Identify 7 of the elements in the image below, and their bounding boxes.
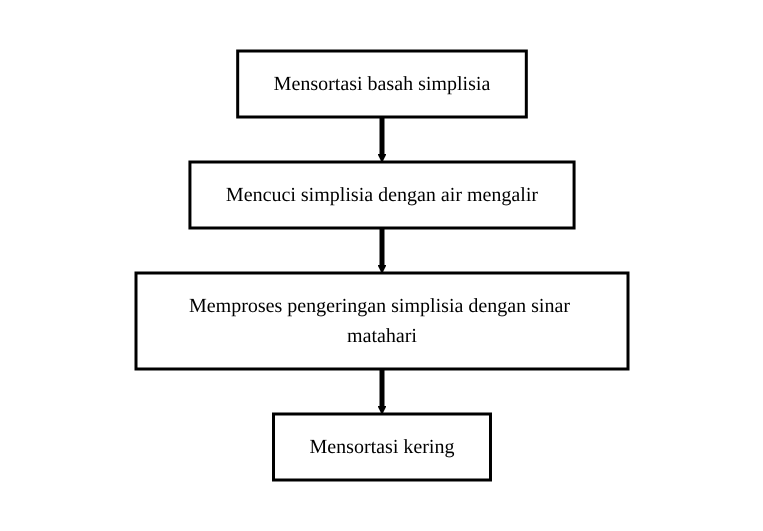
arrow	[377, 369, 386, 414]
node-box: Mencuci simplisia dengan air mengalir	[188, 160, 576, 230]
node-box: Mensortasi basah simplisia	[236, 50, 528, 118]
node-box: Memproses pengeringan simplisia dengan sinar matahari	[134, 272, 629, 370]
arrow	[377, 117, 386, 162]
arrow	[377, 228, 386, 274]
node-box: Mensortasi kering	[272, 412, 492, 482]
